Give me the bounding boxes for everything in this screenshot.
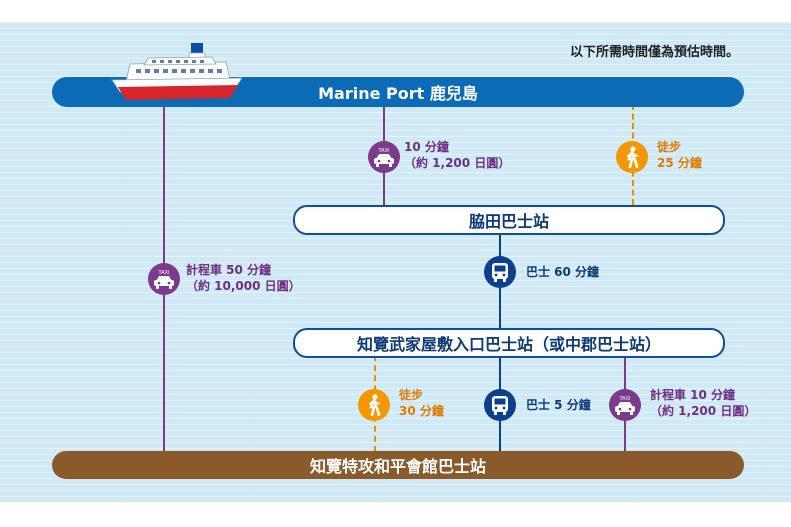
walking-person-icon: [358, 389, 390, 421]
route-time: 計程車 50 分鐘: [186, 262, 301, 278]
stop-marine-port-label: Marine Port 鹿兒島: [318, 80, 478, 104]
route-time: 25 分鐘: [657, 155, 702, 171]
svg-text:TAXI: TAXI: [378, 148, 390, 154]
route-port-peace-taxi-label: 計程車 50 分鐘 （約 10,000 日圓）: [186, 262, 301, 294]
time-estimate-note: 以下所需時間僅為預估時間。: [570, 41, 739, 60]
ferry-icon: [108, 40, 246, 108]
route-port-wakita-walk-label: 徒步 25 分鐘: [657, 139, 702, 171]
taxi-icon: TAXI: [148, 263, 180, 295]
bus-icon: [484, 389, 516, 421]
route-fare: （約 1,200 日圓）: [650, 403, 756, 419]
stop-wakita-label: 脇田巴士站: [469, 208, 549, 232]
stop-chiran-samurai-label: 知覽武家屋敷入口巴士站（或中郡巴士站）: [357, 331, 661, 355]
taxi-icon: TAXI: [609, 389, 641, 421]
walking-person-icon: [616, 141, 648, 173]
route-fare: （約 1,200 日圓）: [404, 155, 510, 171]
route-port-wakita-taxi-label: 10 分鐘 （約 1,200 日圓）: [404, 139, 510, 171]
route-time: 計程車 10 分鐘: [650, 387, 756, 403]
svg-text:TAXI: TAXI: [158, 270, 170, 276]
route-fare: （約 10,000 日圓）: [186, 278, 301, 294]
stop-chiran-peace: 知覽特攻和平會館巴士站: [52, 451, 744, 479]
route-samurai-peace-bus-label: 巴士 5 分鐘: [526, 397, 591, 413]
bus-icon: [484, 256, 516, 288]
stop-chiran-samurai: 知覽武家屋敷入口巴士站（或中郡巴士站）: [293, 328, 725, 358]
route-mode: 徒步: [399, 387, 444, 403]
route-samurai-peace-walk-label: 徒步 30 分鐘: [399, 387, 444, 419]
route-time: 30 分鐘: [399, 403, 444, 419]
stop-chiran-peace-label: 知覽特攻和平會館巴士站: [310, 453, 486, 477]
route-samurai-peace-taxi-label: 計程車 10 分鐘 （約 1,200 日圓）: [650, 387, 756, 419]
route-time: 巴士 60 分鐘: [526, 264, 599, 280]
route-time: 巴士 5 分鐘: [526, 397, 591, 413]
route-mode: 徒步: [657, 139, 702, 155]
taxi-icon: TAXI: [368, 141, 400, 173]
route-wakita-samurai-bus-label: 巴士 60 分鐘: [526, 264, 599, 280]
svg-text:TAXI: TAXI: [619, 396, 631, 402]
stop-wakita: 脇田巴士站: [293, 205, 725, 235]
route-time: 10 分鐘: [404, 139, 510, 155]
